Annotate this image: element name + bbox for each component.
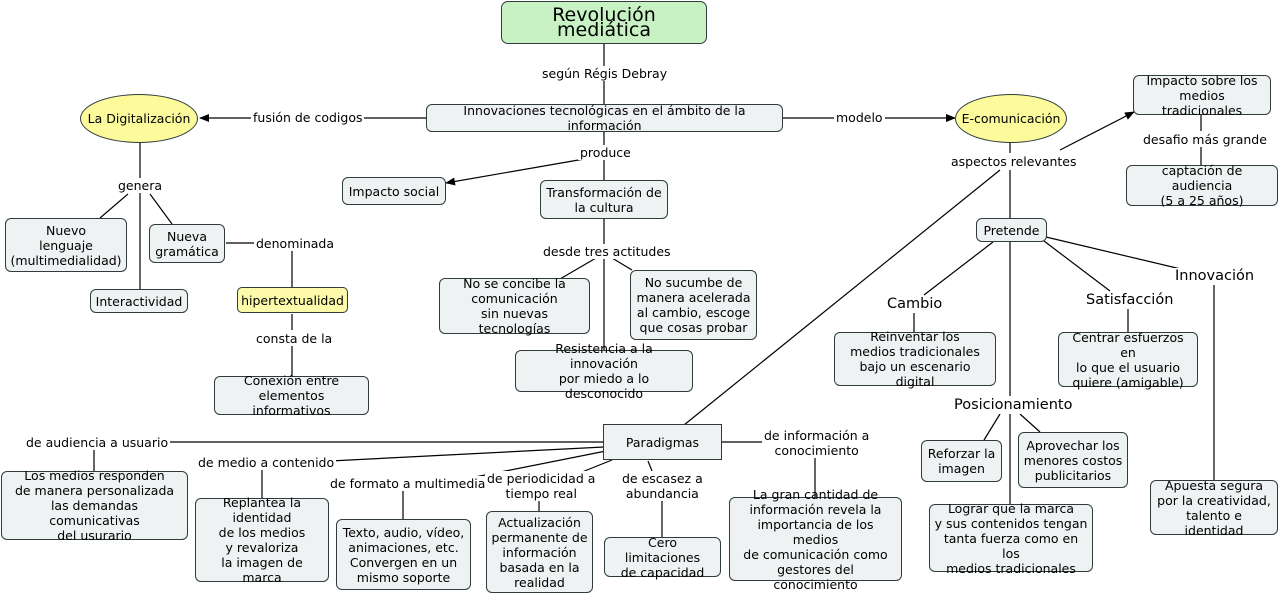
- label-innovacion: Innovación: [1173, 268, 1257, 285]
- label-cambio: Cambio: [885, 296, 945, 313]
- node-gran-cantidad: La gran cantidad de información revela l…: [729, 487, 902, 592]
- label-desde-tres-actitudes: desde tres actitudes: [541, 244, 673, 259]
- node-hipertextualidad: hipertextualidad: [237, 287, 348, 313]
- label-desafio-mas-grande: desafio más grande: [1141, 132, 1269, 147]
- node-apuesta-segura: Apuesta segura por la creatividad, talen…: [1150, 478, 1278, 538]
- node-transformacion-cultura: Transformación de la cultura: [540, 180, 668, 219]
- label-audiencia-a-usuario: de audiencia a usuario: [24, 435, 171, 450]
- label-produce: produce: [578, 145, 633, 160]
- label-formato-a-multimedia: de formato a multimedia: [328, 476, 488, 491]
- node-impacto-medios: Impacto sobre los medios tradicionales: [1133, 73, 1271, 118]
- node-impacto-social: Impacto social: [342, 177, 446, 205]
- label-medio-a-contenido: de medio a contenido: [196, 455, 337, 470]
- node-pretende: Pretende: [976, 218, 1047, 242]
- label-genera: genera: [116, 178, 165, 193]
- label-satisfaccion: Satisfacción: [1084, 292, 1176, 309]
- node-captacion-audiencia: captación de audiencia (5 a 25 años): [1126, 163, 1278, 208]
- node-resistencia: Resistencia a la innovación por miedo a …: [515, 341, 693, 401]
- node-conexion-elementos: Conexión entre elementos informativos: [214, 373, 369, 418]
- label-consta-de-la: consta de la: [254, 331, 335, 346]
- label-posicionamiento: Posicionamiento: [952, 397, 1075, 414]
- node-cero-limitaciones: Cero limitaciones de capacidad: [604, 535, 721, 580]
- node-la-digitalizacion: La Digitalización: [80, 94, 198, 143]
- label-fusion-codigos: fusión de codigos: [251, 110, 365, 125]
- node-revolucion-mediatica: Revolución mediática: [501, 1, 707, 44]
- node-texto-audio-video: Texto, audio, vídeo, animaciones, etc. C…: [336, 519, 471, 590]
- node-actualizacion: Actualización permanente de información …: [486, 511, 593, 593]
- node-e-comunicacion: E-comunicación: [955, 94, 1067, 143]
- node-aprovechar-costos: Aprovechar los menores costos publicitar…: [1018, 432, 1128, 488]
- node-reinventar: Reinventar los medios tradicionales bajo…: [834, 329, 996, 389]
- node-paradigmas: Paradigmas: [603, 424, 722, 460]
- label-escasez-abundancia: de escasez a abundancia: [620, 471, 705, 501]
- node-innovaciones: Innovaciones tecnológicas en el ámbito d…: [426, 103, 783, 133]
- label-informacion-conocimiento: de información a conocimiento: [762, 428, 872, 458]
- label-modelo: modelo: [834, 110, 885, 125]
- node-reforzar-imagen: Reforzar la imagen: [921, 440, 1002, 482]
- label-denominada: denominada: [254, 236, 337, 251]
- node-replantea-identidad: Replantea la identidad de los medios y r…: [195, 495, 329, 585]
- node-no-sucumbe: No sucumbe de manera acelerada al cambio…: [630, 270, 757, 340]
- node-nueva-gramatica: Nueva gramática: [149, 224, 225, 263]
- label-periodicidad-tiempo-real: de periodicidad a tiempo real: [485, 471, 598, 501]
- node-nuevo-lenguaje: Nuevo lenguaje (multimedialidad): [5, 218, 127, 272]
- node-lograr-marca: Lograr que la marca y sus contenidos ten…: [929, 501, 1093, 576]
- node-medios-responden: Los medios responden de manera personali…: [1, 468, 188, 543]
- label-segun-regis-debray: según Régis Debray: [540, 66, 670, 81]
- label-aspectos-relevantes: aspectos relevantes: [949, 154, 1079, 169]
- node-interactividad: Interactividad: [90, 289, 188, 313]
- node-no-se-concibe: No se concibe la comunicación sin nuevas…: [439, 276, 590, 336]
- node-centrar-esfuerzos: Centrar esfuerzos en lo que el usuario q…: [1058, 330, 1198, 390]
